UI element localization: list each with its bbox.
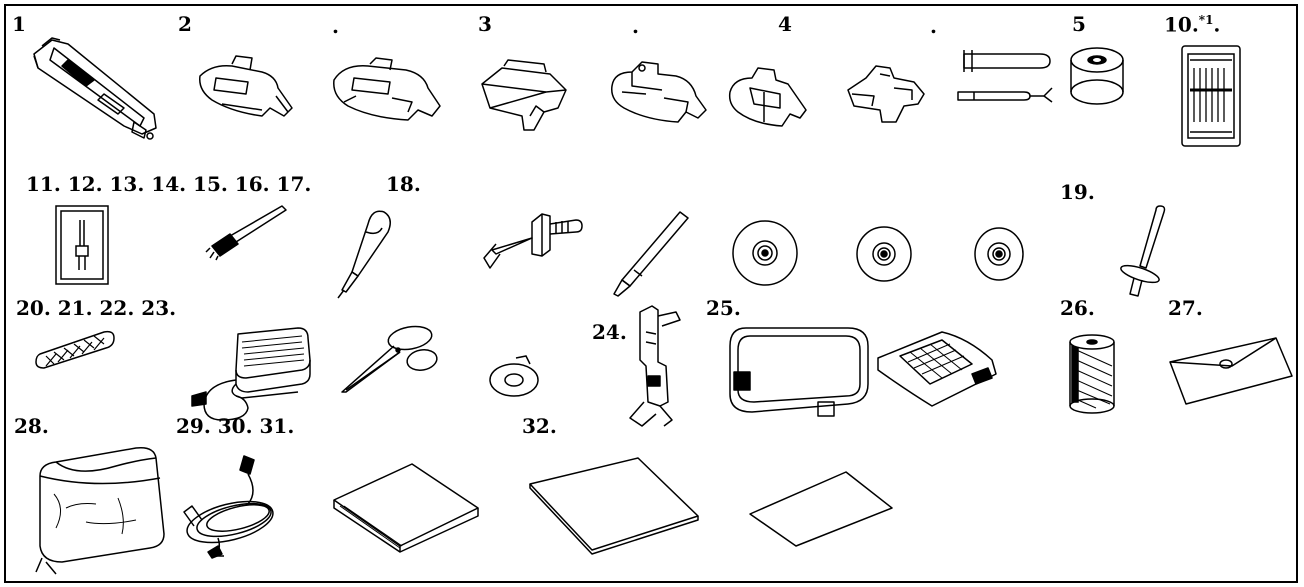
label-2-dot: . — [332, 14, 339, 38]
label-29-31: 29. 30. 31. — [176, 414, 295, 438]
zipper-foot-icon — [474, 60, 574, 136]
label-3-dot: . — [632, 14, 639, 38]
label-32: 32. — [522, 414, 557, 438]
zigzag-foot-icon — [192, 56, 302, 136]
label-25: 25. — [706, 296, 741, 320]
design-guide-sheet-icon — [746, 468, 896, 548]
button-sewing-foot-icon — [842, 64, 928, 128]
label-4: 4 — [778, 12, 792, 36]
foot-controller-icon — [186, 324, 316, 432]
embroidery-foot-icon — [620, 302, 696, 434]
spool-cap-medium-icon — [854, 224, 914, 284]
cleaning-brush-icon — [202, 202, 288, 260]
label-5: 5 — [1072, 12, 1086, 36]
accessories-diagram: 1 2 . 3 . 4 . 5 10.*1. 11. 12. 13. 14. 1… — [4, 4, 1298, 583]
label-27: 27. — [1168, 296, 1203, 320]
embroidery-sheet-icon — [872, 330, 1002, 410]
quick-reference-guide-icon — [526, 454, 702, 554]
label-11-17: 11. 12. 13. 14. 15. 16. 17. — [26, 172, 312, 196]
spool-pin-icon — [1116, 202, 1178, 298]
monogramming-foot-icon — [328, 58, 448, 134]
label-3: 3 — [478, 12, 492, 36]
twin-needle-icon — [54, 204, 110, 286]
label-10-footnote: *1 — [1198, 13, 1214, 27]
label-10: 10.*1. — [1164, 12, 1221, 37]
label-1: 1 — [12, 12, 26, 36]
dust-cover-icon — [26, 438, 174, 578]
disc-screwdriver-icon — [476, 210, 586, 276]
spool-cap-large-icon — [730, 218, 800, 288]
label-28: 28. — [14, 414, 49, 438]
spool-net-icon — [34, 326, 118, 372]
scissors-icon — [338, 324, 442, 396]
usb-cable-icon — [178, 452, 304, 560]
eyelet-punch-icon — [332, 204, 396, 300]
spacer-disc-icon — [486, 354, 546, 400]
needle-set-icon — [1180, 44, 1242, 148]
thread-spool-icon — [1066, 332, 1118, 416]
seam-ripper-icon — [944, 44, 1062, 120]
embroidery-frame-icon — [722, 324, 872, 422]
operation-manual-icon — [330, 460, 482, 554]
label-19: 19. — [1060, 180, 1095, 204]
accessory-bag-icon — [1166, 332, 1296, 408]
label-24: 24. — [592, 320, 627, 344]
buttonhole-foot-icon — [24, 34, 164, 142]
touch-pen-icon — [608, 210, 692, 298]
overcasting-foot-icon — [602, 56, 712, 136]
label-2: 2 — [178, 12, 192, 36]
spool-cap-small-icon — [972, 226, 1026, 282]
label-26: 26. — [1060, 296, 1095, 320]
label-4-dot: . — [930, 14, 937, 38]
label-20-23: 20. 21. 22. 23. — [16, 296, 177, 320]
blind-stitch-foot-icon — [724, 62, 814, 138]
label-18: 18. — [386, 172, 421, 196]
bobbin-icon — [1062, 44, 1132, 110]
